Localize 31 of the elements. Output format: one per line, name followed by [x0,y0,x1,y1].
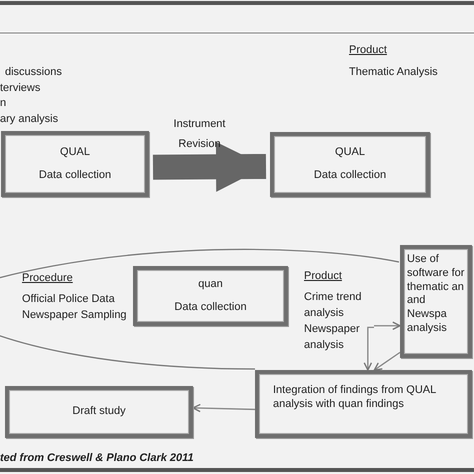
box-text: Data collection [174,300,247,314]
process-box [5,386,193,438]
section-heading: Procedure [22,272,74,286]
text-label: discussions [5,66,62,78]
box-text: Data collection [314,169,386,183]
box-title: quan [198,278,223,292]
process-box [400,245,472,358]
box-text: Integration of findings from QUAL analysis with quan findings [273,384,437,412]
box-text: Data collection [38,168,112,182]
arrow [374,321,401,330]
text-label: n [0,97,6,109]
item-list: Crime trend analysis Newspaper analysis [304,290,368,354]
arrow [192,404,256,412]
box-title: QUAL [60,146,90,160]
box-text: Use of software for thematic an and Newspa analysis [407,253,465,336]
section-heading: Product [304,270,343,284]
process-box [1,131,149,197]
box-title: QUAL [335,146,365,160]
caption: ted from Creswell & Plano Clark 2011 [0,452,194,464]
edge-label: Instrument Revision [172,117,226,152]
process-box [133,266,288,326]
item-list: Official Police Data Newspaper Sampling [22,292,132,324]
block-arrow [152,142,266,192]
arrow [374,352,400,371]
arrow [364,326,374,371]
box-text: Draft study [72,405,126,419]
text-label: terviews [0,82,40,94]
section-heading: Product [349,44,387,56]
process-box [255,370,472,438]
text-label: Thematic Analysis [349,66,438,78]
process-box [270,132,430,197]
